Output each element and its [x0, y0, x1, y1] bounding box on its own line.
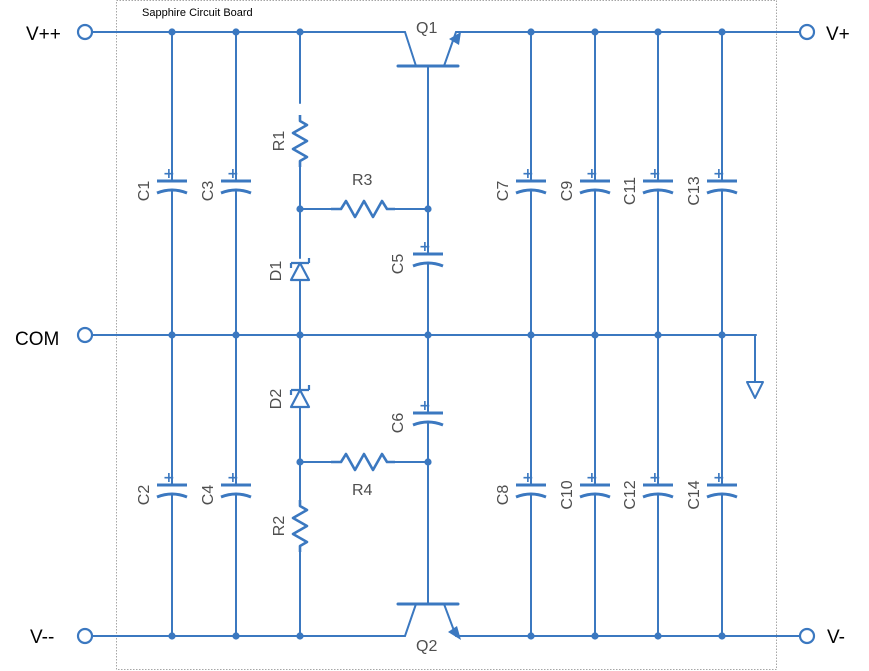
resistor-r1: [291, 113, 309, 169]
label-c11: C11: [622, 177, 639, 205]
label-c5: C5: [390, 254, 407, 275]
label-c12: C12: [622, 480, 639, 509]
label-c4: C4: [200, 485, 217, 506]
capacitor-c5: [411, 237, 445, 273]
capacitor-c13: [705, 164, 739, 200]
label-vm: V-: [827, 627, 845, 648]
label-c9: C9: [559, 181, 576, 202]
capacitor-c10: [578, 468, 612, 504]
capacitor-c6: [411, 396, 445, 432]
label-c14: C14: [686, 480, 703, 509]
capacitor-c3: [219, 164, 253, 200]
zener-d1: [289, 258, 311, 282]
label-r1: R1: [271, 131, 288, 152]
capacitor-c9: [578, 164, 612, 200]
label-r4: R4: [352, 482, 373, 499]
label-com: COM: [15, 329, 59, 350]
terminal-vmm: [76, 627, 94, 645]
label-c2: C2: [136, 485, 153, 506]
capacitor-c2: [155, 468, 189, 504]
capacitor-c4: [219, 468, 253, 504]
transistor-q1: [396, 31, 461, 68]
capacitor-c14: [705, 468, 739, 504]
label-c13: C13: [686, 176, 703, 205]
terminal-com: [76, 326, 94, 344]
resistor-r2: [291, 498, 309, 554]
capacitor-c1: [155, 164, 189, 200]
label-r3: R3: [352, 172, 373, 189]
resistor-r3: [329, 199, 397, 219]
label-c10: C10: [559, 480, 576, 509]
terminal-vpp: [76, 23, 94, 41]
capacitor-c12: [641, 468, 675, 504]
label-r2: R2: [271, 516, 288, 537]
label-d1: D1: [268, 261, 285, 282]
capacitor-c8: [514, 468, 548, 504]
junction-dots: [168, 28, 726, 640]
label-c8: C8: [495, 485, 512, 506]
label-vp: V+: [826, 24, 850, 45]
label-q1: Q1: [416, 20, 437, 37]
label-d2: D2: [268, 389, 285, 410]
transistor-q2: [396, 602, 461, 640]
label-vmm: V--: [30, 627, 54, 648]
label-c6: C6: [390, 413, 407, 434]
label-vpp: V++: [26, 24, 61, 45]
label-c7: C7: [495, 181, 512, 202]
capacitor-c11: [641, 164, 675, 200]
terminal-vm: [798, 627, 816, 645]
label-q2: Q2: [416, 638, 437, 655]
r3-branch: [299, 199, 429, 219]
terminal-vp: [798, 23, 816, 41]
capacitor-c7: [514, 164, 548, 200]
label-c3: C3: [200, 181, 217, 202]
board-title: Sapphire Circuit Board: [142, 7, 253, 19]
ground-icon: [746, 334, 764, 399]
label-c1: C1: [136, 181, 153, 202]
resistor-r4: [329, 452, 397, 472]
r4-branch: [299, 452, 429, 472]
